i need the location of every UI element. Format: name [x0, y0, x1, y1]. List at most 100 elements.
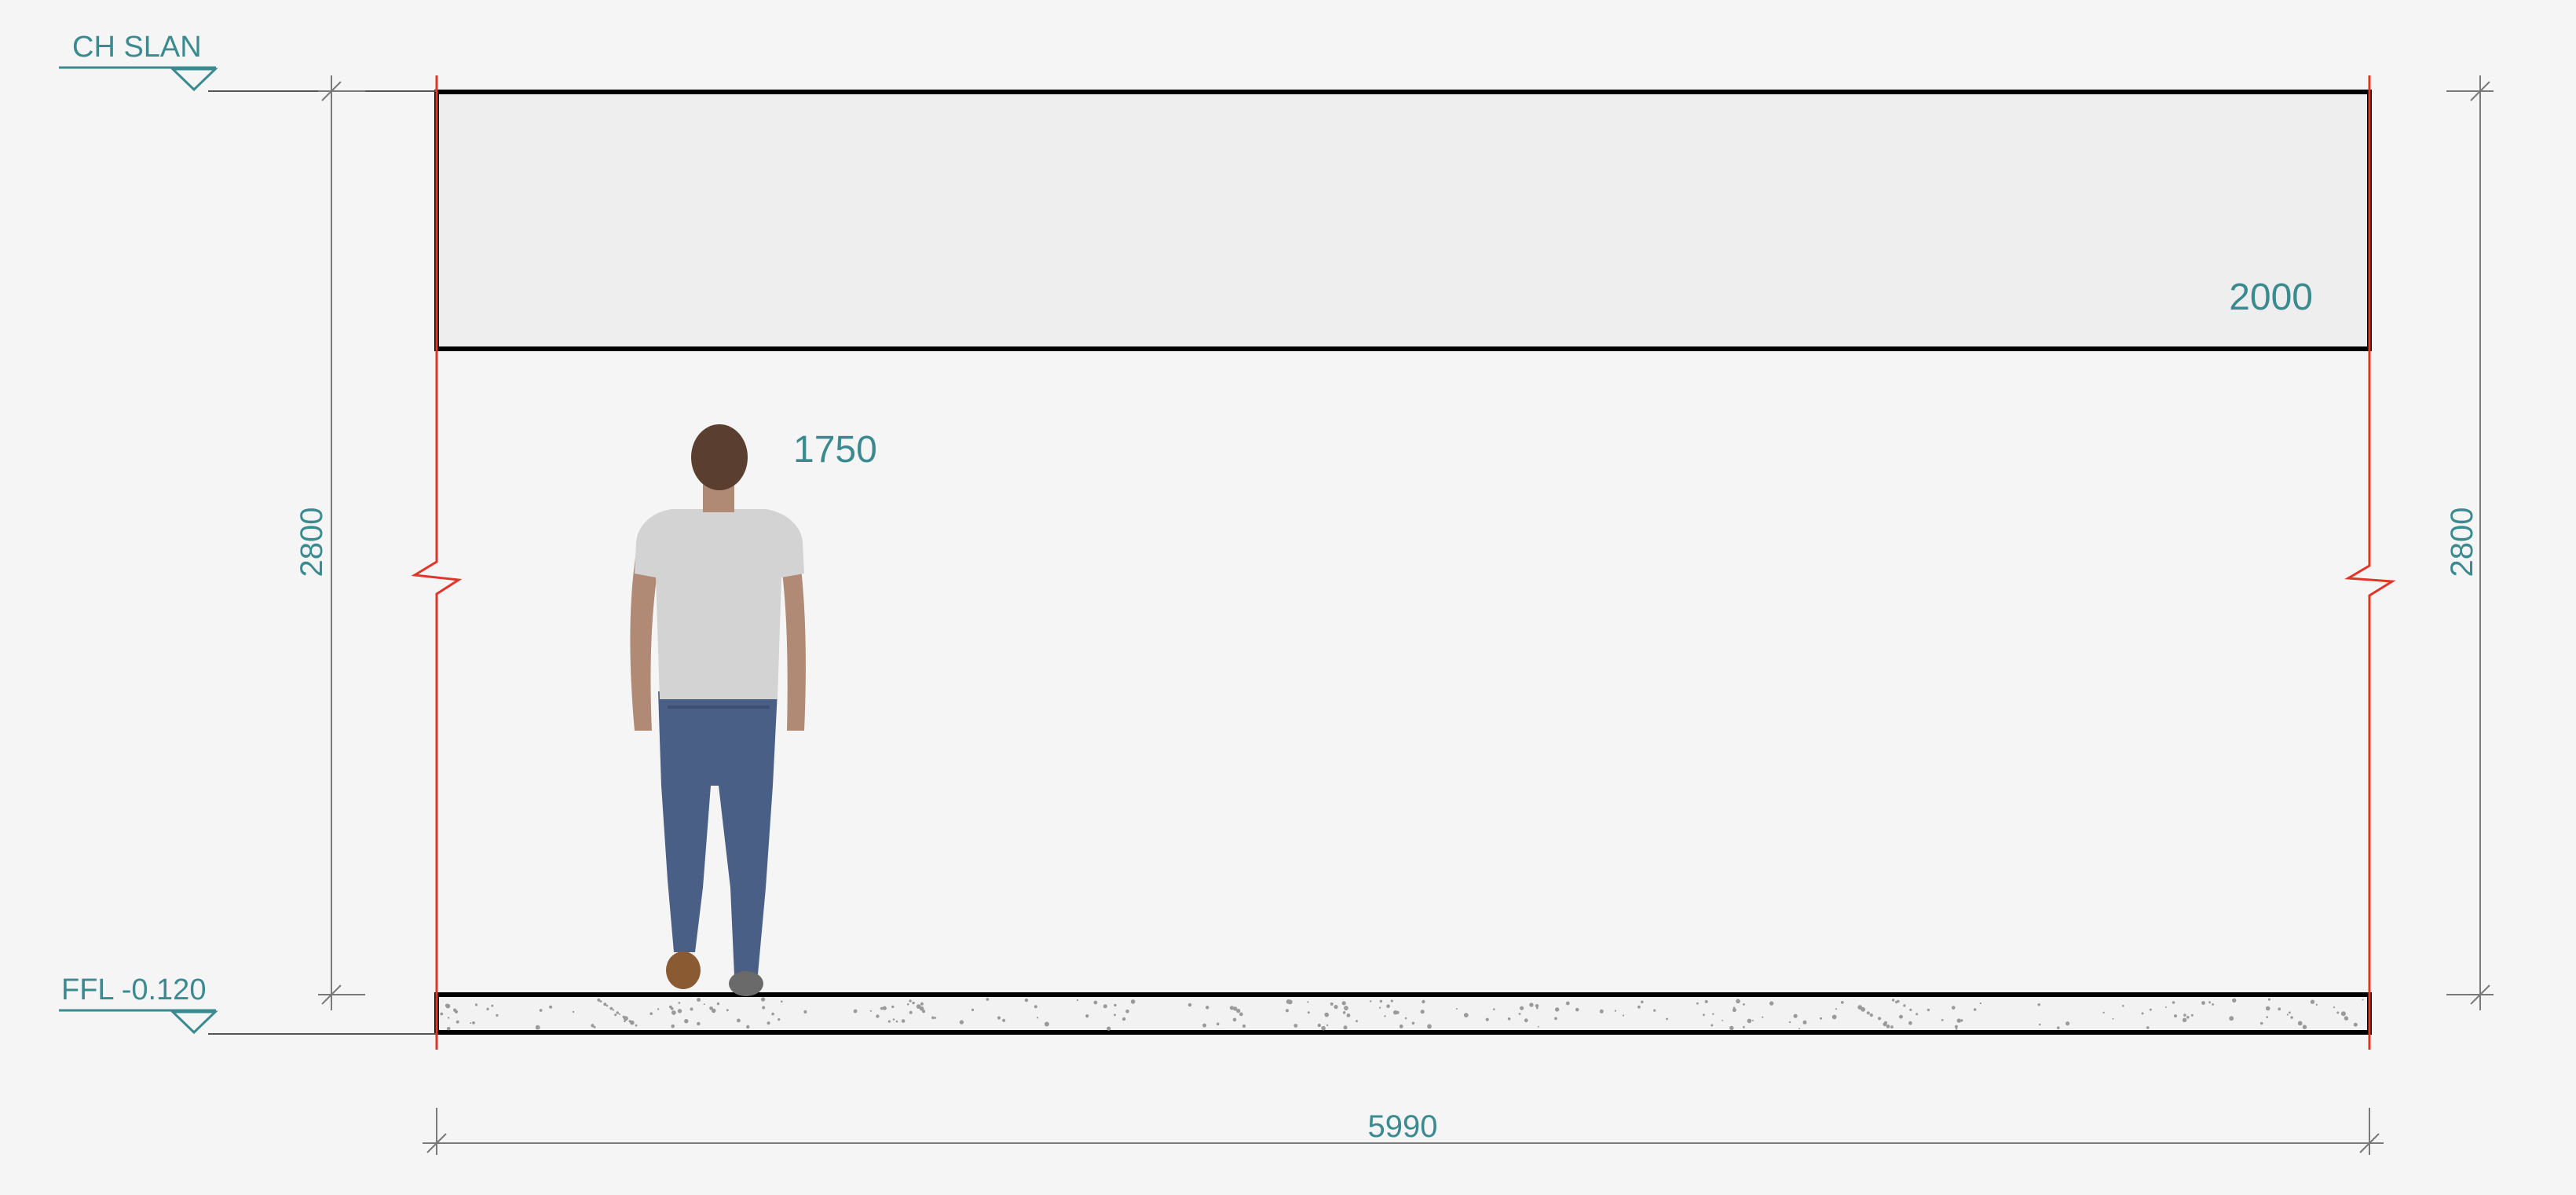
hatch-dot: [1206, 1006, 1209, 1010]
hatch-dot: [1343, 1025, 1348, 1030]
hatch-dot: [618, 1013, 621, 1015]
hatch-dot: [1307, 1011, 1310, 1014]
hatch-dot: [703, 1003, 705, 1006]
hatch-dot: [539, 1009, 543, 1012]
hatch-dot: [1960, 1019, 1963, 1022]
hatch-dot: [1653, 1009, 1656, 1012]
hatch-dot: [1202, 1023, 1207, 1028]
hatch-dot: [1321, 1025, 1326, 1031]
hatch-dot: [609, 1006, 613, 1010]
hatch-dot: [1890, 1025, 1894, 1028]
hatch-dot: [1404, 1017, 1407, 1020]
hatch-dot: [1093, 1000, 1098, 1005]
hatch-dot: [1751, 1019, 1754, 1021]
hatch-dot: [1712, 1013, 1714, 1015]
hatch-dot: [906, 1003, 909, 1006]
hatch-dot: [2267, 998, 2271, 1001]
hatch-dot: [1242, 1024, 1246, 1028]
hatch-dot: [1341, 1001, 1346, 1006]
hatch-dot: [2037, 1003, 2040, 1006]
hatch-dot: [1899, 1014, 1903, 1019]
hatch-dot: [2353, 1022, 2358, 1027]
hatch-dot: [1866, 1011, 1870, 1015]
hatch-dot: [677, 1009, 682, 1014]
hatch-dot: [2141, 1012, 2144, 1015]
hatch-dot: [2362, 999, 2364, 1001]
hatch-dot: [778, 1018, 781, 1021]
hatch-dot: [2186, 1016, 2190, 1019]
hatch-dot: [920, 1002, 924, 1006]
hatch-dot: [771, 1012, 774, 1016]
hatch-dot: [2201, 1001, 2205, 1005]
hatch-dot: [1747, 1018, 1752, 1024]
hatch-dot: [1307, 1001, 1309, 1003]
hatch-dot: [1732, 1008, 1736, 1013]
hatch-dot: [2149, 1008, 2152, 1011]
hatch-dot: [2112, 1017, 2114, 1020]
hatch-dot: [1239, 1012, 1243, 1017]
hatch-dot: [1599, 1009, 1604, 1014]
hatch-dot: [1835, 1008, 1838, 1010]
hatch-dot: [597, 998, 601, 1002]
hatch-dot: [1114, 1014, 1116, 1017]
hatch-dot: [1518, 1013, 1521, 1015]
hatch-dot: [912, 1001, 915, 1005]
hatch-dot: [1956, 1018, 1961, 1023]
hatch-dot: [901, 1019, 906, 1023]
hatch-dot: [1820, 1017, 1822, 1020]
hatch-dot: [1704, 999, 1708, 1003]
hatch-dot: [535, 1025, 540, 1030]
hatch-dot: [1554, 1007, 1560, 1012]
hatch-dot: [891, 1005, 895, 1009]
hatch-dot: [1187, 1003, 1192, 1007]
width-dimension: [423, 1108, 2384, 1155]
hatch-dot: [709, 1006, 713, 1010]
hatch-dot: [1537, 1025, 1539, 1028]
hatch-dot: [1236, 1009, 1241, 1014]
hatch-dot: [1696, 1002, 1699, 1005]
hatch-dot: [1114, 1003, 1117, 1007]
hatch-dot: [697, 998, 701, 1002]
hatch-dot: [2303, 1025, 2306, 1028]
hatch-dot: [2259, 1021, 2263, 1025]
left-break-line: [411, 75, 463, 1050]
hatch-dot: [1729, 1025, 1734, 1031]
hatch-dot: [1894, 1001, 1898, 1004]
hatch-dot: [1103, 1004, 1107, 1009]
hatch-dot: [997, 1016, 1001, 1020]
hatch-dot: [657, 1008, 660, 1010]
hatch-dot: [1422, 999, 1425, 1004]
upper-panel: [434, 90, 2372, 351]
hatch-dot: [986, 998, 990, 1001]
hatch-dot: [1802, 1020, 1807, 1025]
hatch-dot: [853, 1009, 858, 1014]
hatch-dot: [2172, 1001, 2175, 1004]
hatch-dot: [726, 1009, 729, 1012]
hatch-dot: [572, 1010, 575, 1014]
hatch-dot: [2146, 1026, 2150, 1029]
hatch-dot: [1793, 1014, 1798, 1018]
hatch-dot: [2039, 1023, 2041, 1026]
right-height-dimension: [2446, 75, 2494, 1010]
hatch-dot: [591, 1024, 595, 1028]
hatch-dot: [1427, 1024, 1432, 1029]
hatch-dot: [2182, 1017, 2187, 1023]
hatch-dot: [767, 1021, 770, 1025]
hatch-dot: [1520, 1006, 1524, 1010]
hatch-dot: [671, 1024, 675, 1028]
hatch-dot: [2229, 1016, 2234, 1021]
hatch-dot: [678, 1002, 681, 1004]
hatch-dot: [971, 1008, 975, 1011]
hatch-dot: [440, 1012, 444, 1016]
hatch-dot: [2265, 1006, 2270, 1011]
hatch-dot: [684, 1019, 689, 1024]
hatch-dot: [1743, 1003, 1745, 1006]
hatch-dot: [1285, 1009, 1289, 1013]
person-height-label: 1750: [793, 429, 877, 471]
hatch-dot: [1641, 1000, 1644, 1004]
floor-hatch: [440, 997, 2364, 1031]
hatch-dot: [496, 1014, 499, 1017]
hatch-dot: [2278, 1007, 2281, 1011]
hatch-dot: [1493, 1008, 1495, 1010]
